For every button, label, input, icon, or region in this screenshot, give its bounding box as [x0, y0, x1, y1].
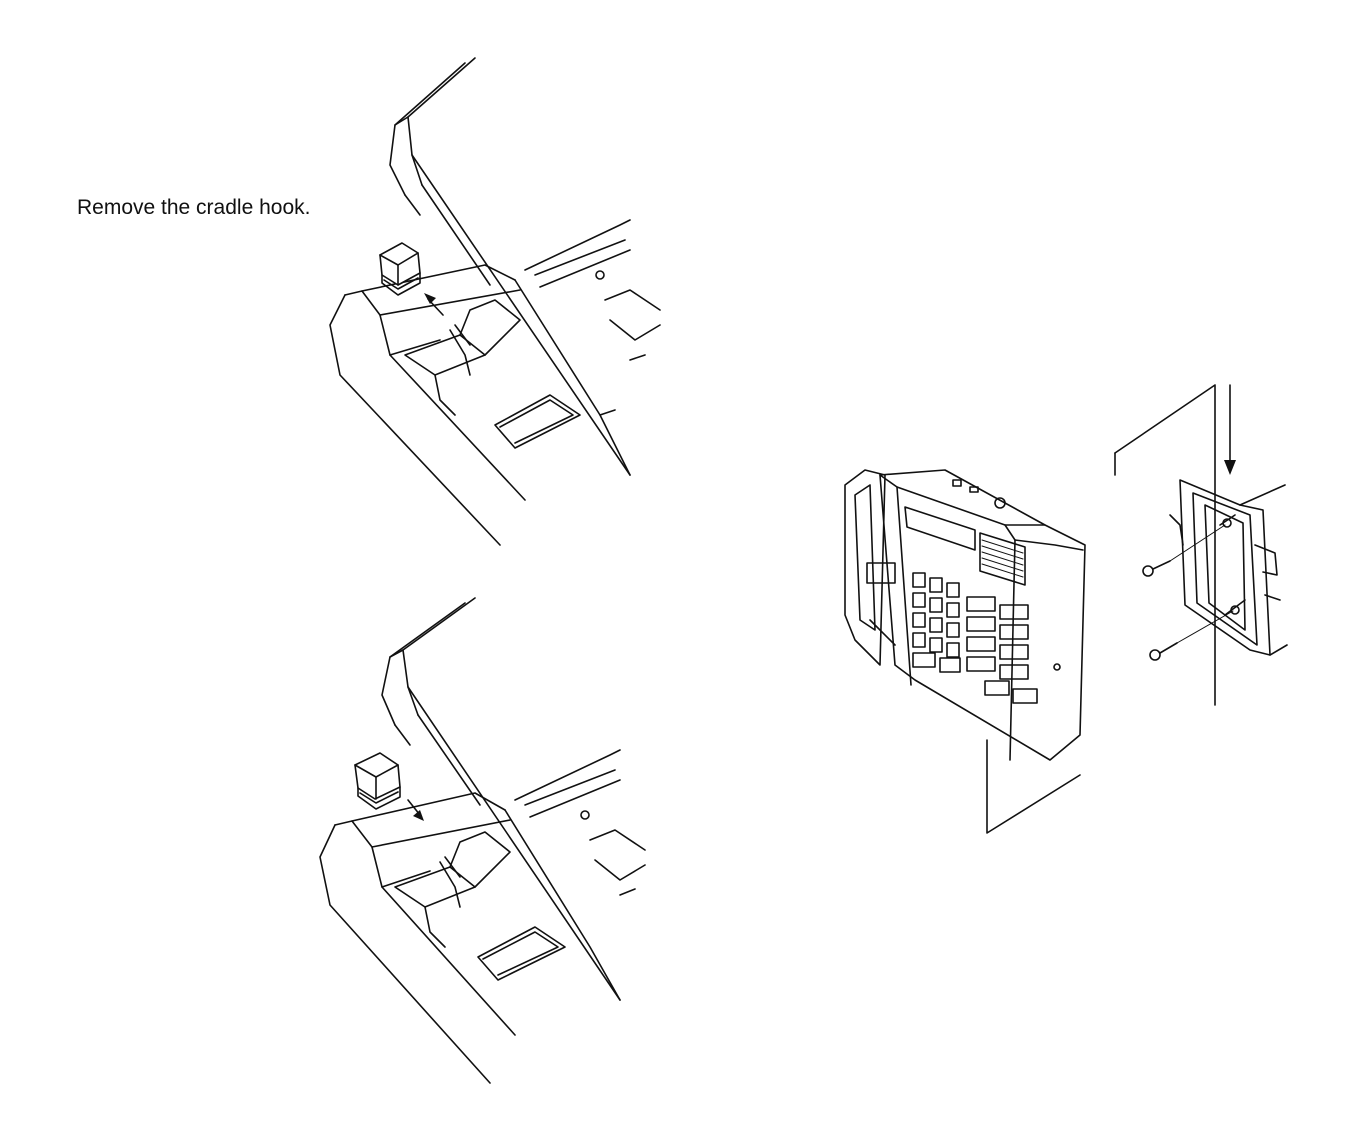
telephone-unit: [844, 469, 1086, 761]
arrow-down-icon: [407, 799, 424, 821]
cradle-hook-removed-figure: [300, 55, 680, 555]
cradle-hook: [379, 242, 421, 296]
screw-icon: [1149, 610, 1234, 661]
arrow-up-left-icon: [424, 293, 444, 316]
cradle-hook: [354, 752, 401, 810]
wall-bracket: [1169, 479, 1288, 656]
wall-panel: [1114, 384, 1216, 706]
speaker-grille: [979, 532, 1026, 586]
arrow-down-icon: [1224, 384, 1236, 475]
wall-mount-figure: [825, 375, 1300, 845]
housing-edge: [389, 62, 466, 196]
keypad: [912, 572, 1038, 704]
instruction-text: Remove the cradle hook.: [77, 196, 311, 219]
cradle-hook-inserted-figure: [290, 595, 680, 1095]
cradle-slot: [494, 394, 581, 449]
cradle-wall: [329, 294, 501, 546]
screw-icon: [1142, 524, 1226, 577]
